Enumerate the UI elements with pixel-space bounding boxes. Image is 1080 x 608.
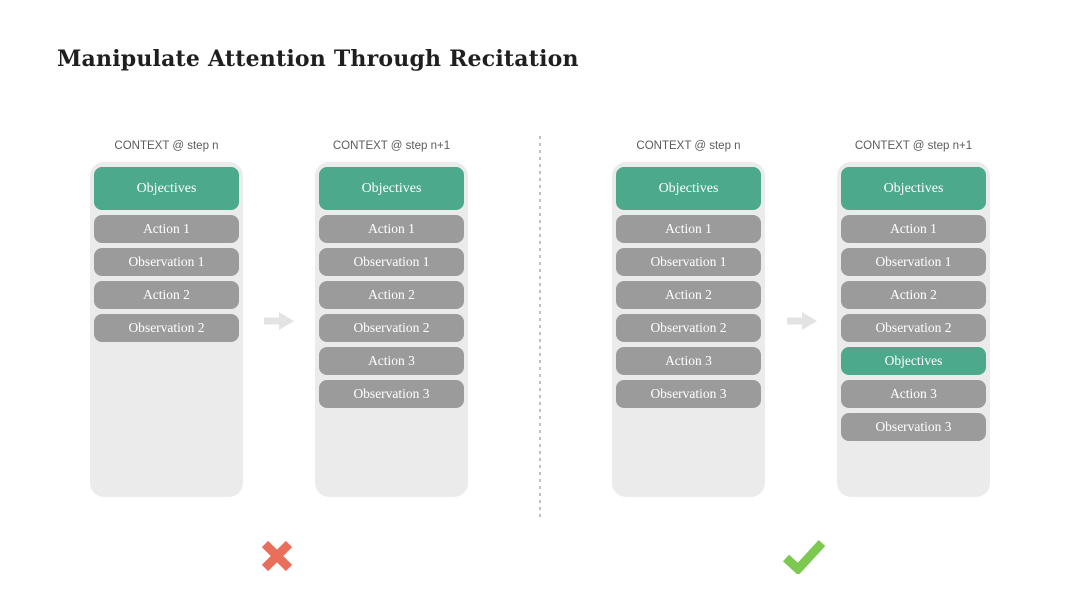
step-pill: Observation 2 bbox=[616, 314, 761, 342]
step-pill: Action 2 bbox=[94, 281, 239, 309]
context-column-header: CONTEXT @ step n+1 bbox=[332, 140, 451, 152]
step-pill: Observation 3 bbox=[616, 380, 761, 408]
step-pill: Action 1 bbox=[94, 215, 239, 243]
right-arrow-icon bbox=[787, 312, 817, 330]
step-pill: Observation 2 bbox=[841, 314, 986, 342]
step-pill: Action 2 bbox=[319, 281, 464, 309]
slide-title: Manipulate Attention Through Recitation bbox=[57, 46, 579, 72]
dotted-divider bbox=[539, 136, 541, 520]
context-column-header: CONTEXT @ step n bbox=[636, 140, 741, 152]
objectives-pill: Objectives bbox=[616, 167, 761, 210]
objectives-pill: Objectives bbox=[841, 347, 986, 375]
step-pill: Observation 1 bbox=[319, 248, 464, 276]
step-pill: Observation 1 bbox=[616, 248, 761, 276]
step-pill: Action 2 bbox=[616, 281, 761, 309]
objectives-pill: Objectives bbox=[319, 167, 464, 210]
step-pill: Action 1 bbox=[616, 215, 761, 243]
step-pill: Observation 3 bbox=[841, 413, 986, 441]
right-arrow-icon bbox=[264, 312, 294, 330]
objectives-pill: Objectives bbox=[94, 167, 239, 210]
checkmark-icon bbox=[782, 539, 826, 574]
step-pill: Action 3 bbox=[319, 347, 464, 375]
context-column-header: CONTEXT @ step n+1 bbox=[854, 140, 973, 152]
step-pill: Action 2 bbox=[841, 281, 986, 309]
step-pill: Observation 2 bbox=[94, 314, 239, 342]
x-mark-icon bbox=[261, 540, 293, 572]
step-pill: Observation 2 bbox=[319, 314, 464, 342]
objectives-pill: Objectives bbox=[841, 167, 986, 210]
step-pill: Action 1 bbox=[319, 215, 464, 243]
context-column-header: CONTEXT @ step n bbox=[114, 140, 219, 152]
step-pill: Observation 1 bbox=[841, 248, 986, 276]
step-pill: Action 1 bbox=[841, 215, 986, 243]
step-pill: Action 3 bbox=[841, 380, 986, 408]
step-pill: Observation 1 bbox=[94, 248, 239, 276]
step-pill: Observation 3 bbox=[319, 380, 464, 408]
step-pill: Action 3 bbox=[616, 347, 761, 375]
